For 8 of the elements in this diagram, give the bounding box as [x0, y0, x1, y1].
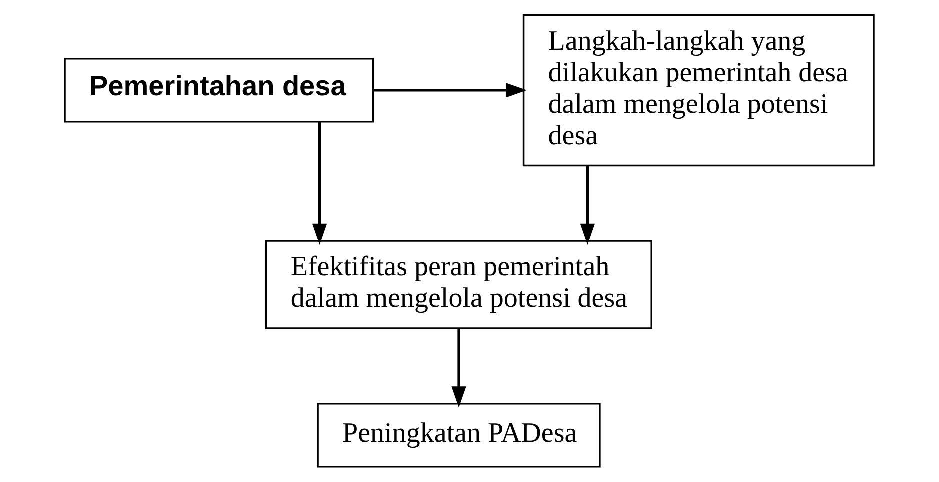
arrow — [312, 122, 328, 245]
node-box: Efektifitas peran pemerintah dalam mengelola potensi desa — [266, 240, 652, 330]
node-box: Peningkatan PADesa — [317, 402, 601, 468]
node-box: Pemerintahan desa — [64, 58, 374, 123]
arrow — [374, 83, 528, 98]
arrow — [452, 329, 466, 408]
arrow — [580, 166, 596, 245]
node-box: Langkah-langkah yang dilakukan pemerintah desa dalam mengelola potensi desa — [522, 14, 875, 167]
